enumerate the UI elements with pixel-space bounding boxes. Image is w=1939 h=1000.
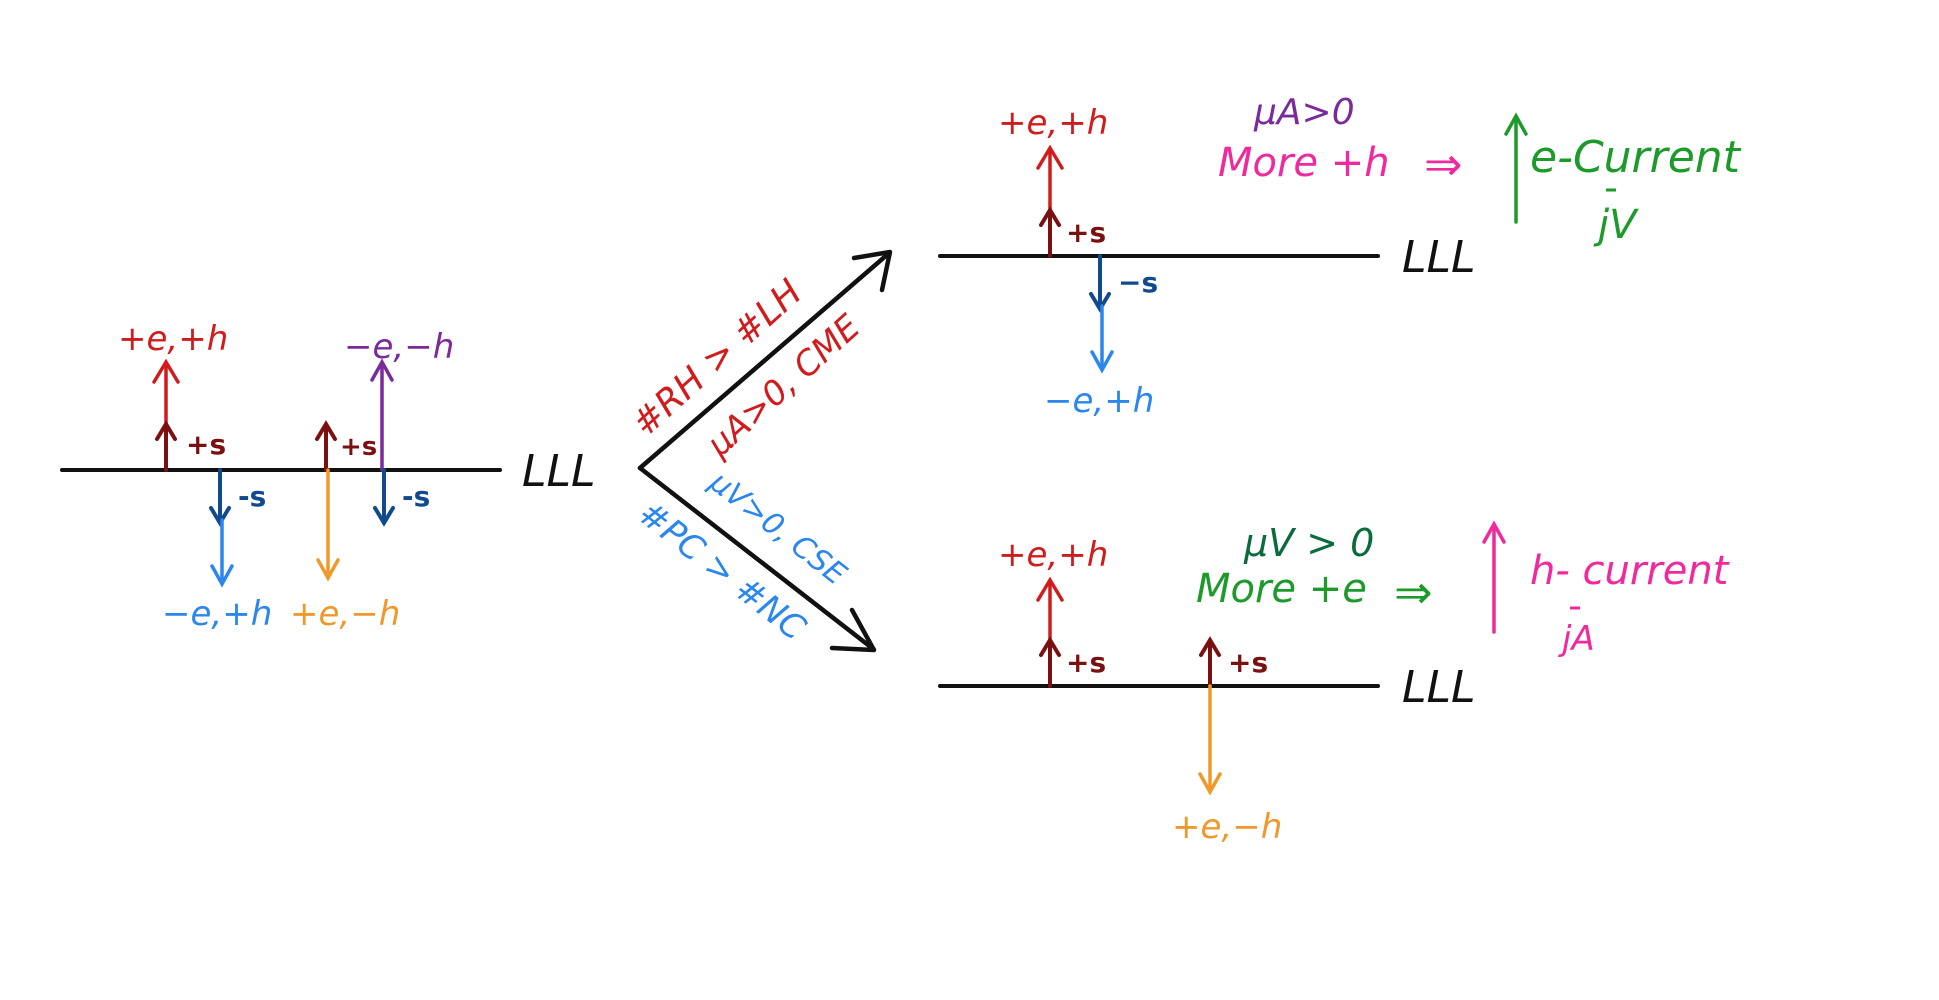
top-right-condition: μA>0 (1253, 92, 1355, 133)
top-right-state-bottom: −e,+h (1044, 381, 1154, 421)
bottom-right-spin-up-2-arrow (1199, 636, 1221, 688)
bottom-right-state-bottom: +e,−h (1172, 807, 1282, 847)
bottom-right-panel: LLL +e,+h +s +s +e,−h μV > 0 More +e ⇒ h… (938, 520, 1730, 847)
left-spin-up-2-arrow (315, 420, 337, 472)
top-right-spin-up-label: +s (1066, 216, 1106, 249)
branch-arrows (637, 249, 893, 653)
bottom-right-orange-arrow (1198, 684, 1222, 796)
bottom-right-spin-up-2-label: +s (1228, 646, 1268, 679)
lower-branch-arrowhead (829, 607, 877, 653)
top-right-current-symbol: jV (1593, 202, 1639, 248)
left-state-top-2: −e,−h (344, 327, 454, 367)
left-spin-up-1-arrow (155, 420, 177, 472)
left-purple-arrow (370, 358, 394, 472)
left-spin-up-1-label: +s (186, 428, 226, 461)
bottom-right-spin-up-1-arrow (1039, 636, 1061, 688)
top-right-current-label: e-Current (1530, 132, 1742, 183)
bottom-right-condition: μV > 0 (1243, 521, 1374, 565)
top-right-state-top: +e,+h (998, 103, 1108, 143)
top-right-level-label: LLL (1402, 232, 1476, 283)
top-right-panel: LLL +e,+h +s −s −e,+h μA>0 More +h ⇒ e-C… (938, 92, 1742, 421)
left-state-bottom-2: +e,−h (290, 594, 400, 634)
left-spin-down-2-arrow (373, 468, 395, 527)
bottom-right-spin-up-1-label: +s (1066, 646, 1106, 679)
top-right-spin-down-label: −s (1118, 266, 1158, 299)
left-state-top-1: +e,+h (118, 319, 228, 359)
left-spin-down-1-label: -s (238, 480, 266, 513)
left-spin-down-1-arrow (209, 468, 231, 527)
upper-branch-arrow (637, 251, 891, 471)
bottom-right-implies: ⇒ (1394, 565, 1433, 619)
top-right-spin-down-arrow (1089, 254, 1111, 313)
upper-branch-arrowhead (851, 249, 893, 293)
bottom-right-level-label: LLL (1402, 662, 1476, 713)
top-right-more-text: More +h (1218, 140, 1390, 186)
left-blue-arrow (210, 518, 234, 588)
left-spin-up-2-label: +s (340, 432, 377, 462)
top-right-current-arrow (1504, 112, 1528, 224)
bottom-right-current-symbol: jA (1558, 619, 1595, 659)
top-right-spin-up-arrow (1039, 206, 1061, 258)
left-level-label: LLL (522, 446, 596, 497)
top-right-implies: ⇒ (1424, 137, 1463, 191)
left-orange-arrow (316, 468, 340, 582)
left-panel: LLL +e,+h +s -s −e,+h +s (60, 319, 596, 634)
bottom-right-current-arrow (1482, 520, 1506, 634)
bottom-right-current-label: h- current (1530, 548, 1730, 594)
left-state-bottom-1: −e,+h (162, 594, 272, 634)
bottom-right-state-top: +e,+h (998, 535, 1108, 575)
left-spin-down-2-label: -s (402, 480, 430, 513)
lower-branch-arrow (637, 465, 875, 651)
bottom-right-more-text: More +e (1196, 566, 1367, 612)
top-right-blue-arrow (1090, 304, 1114, 374)
